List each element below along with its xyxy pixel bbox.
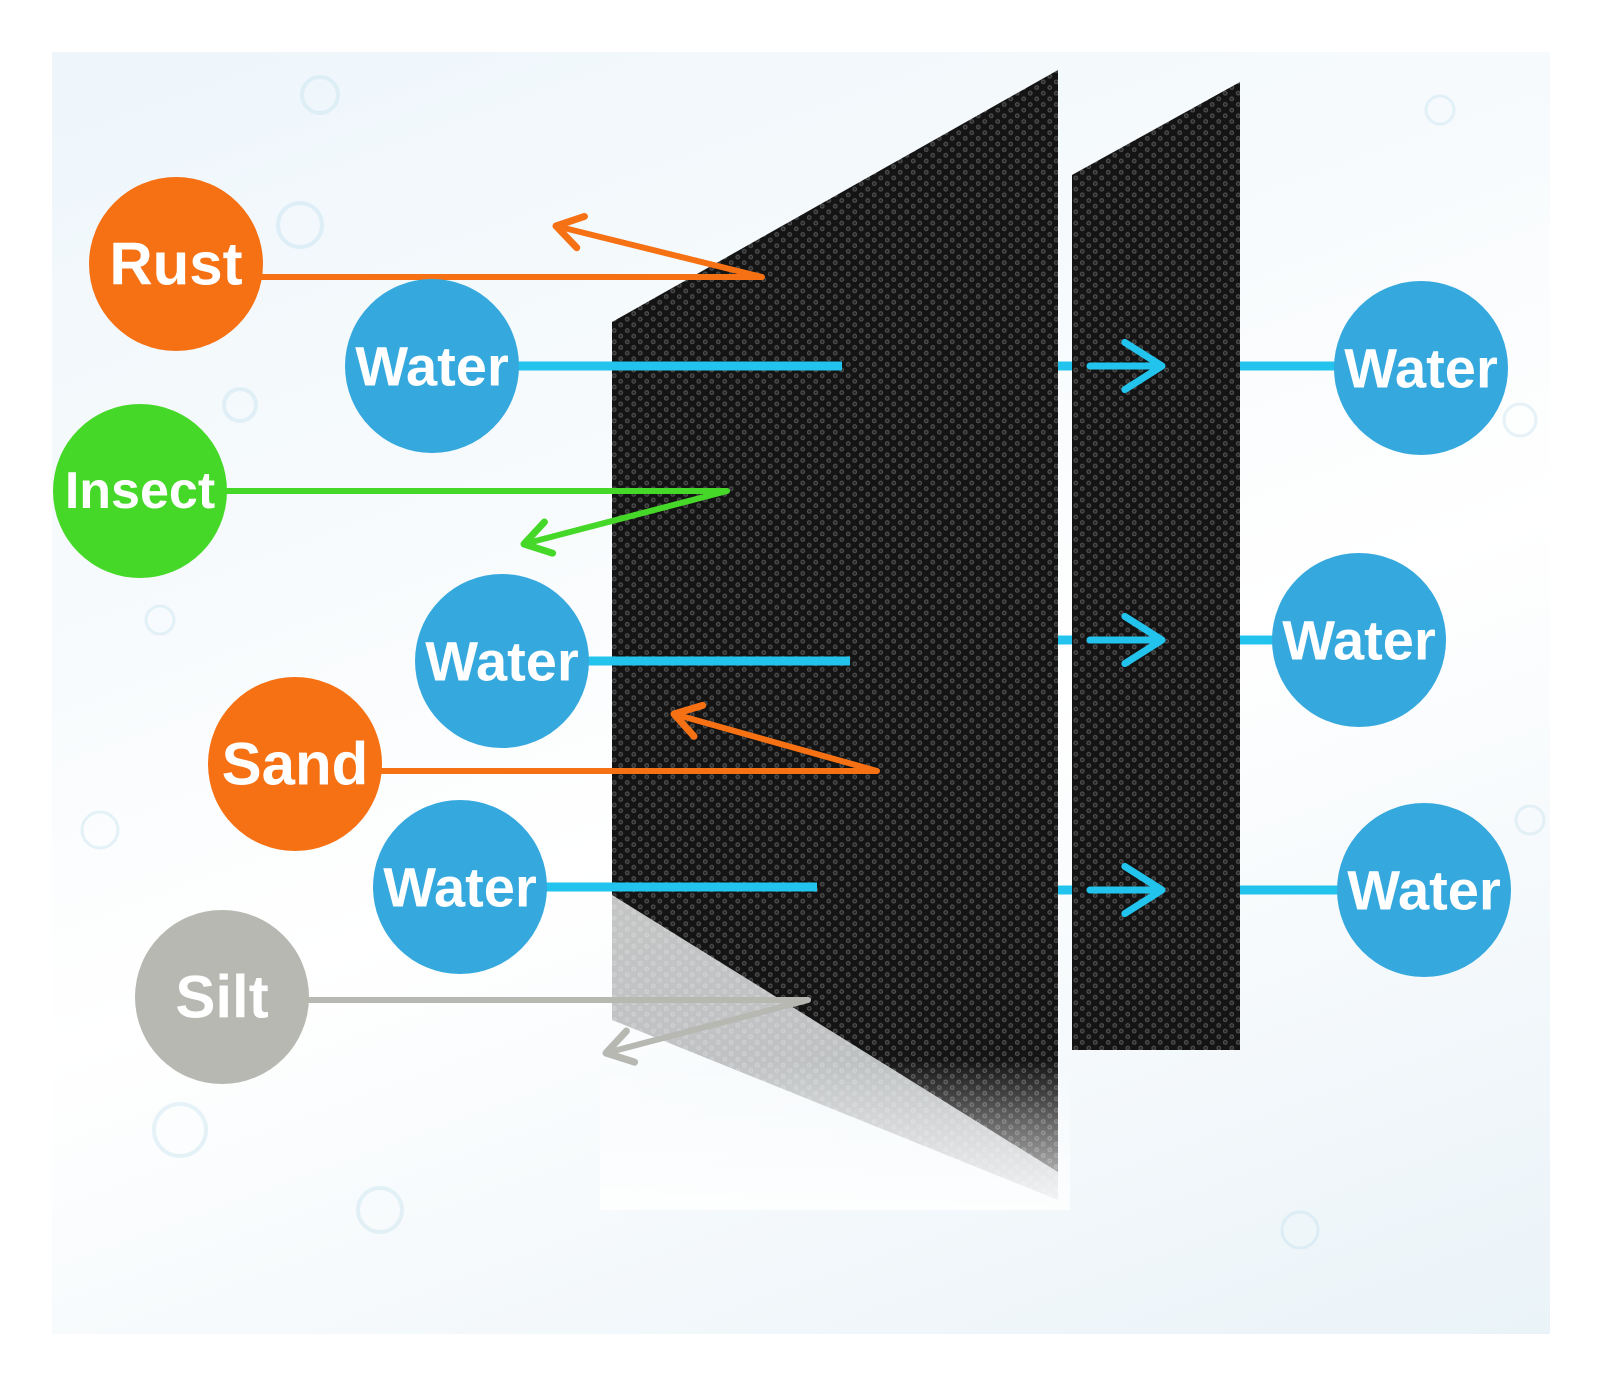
outflow-water-bubble-0: Water [1334, 281, 1508, 455]
contaminant-insect-bubble-label: Insect [65, 462, 215, 520]
filter-mesh-back [1072, 82, 1240, 1050]
contaminant-rust-bubble-circle [89, 177, 263, 351]
outflow-water-bubble-2-label: Water [1347, 859, 1501, 922]
inflow-water-bubble-0: Water [345, 279, 519, 453]
contaminant-insect-bubble: Insect [53, 404, 227, 578]
flow-arrow-icon [1121, 862, 1166, 918]
contaminant-silt-bubble-label: Silt [175, 964, 268, 1031]
inflow-water-bubble-2-circle [373, 800, 547, 974]
deflect-arrow-icon [520, 518, 557, 557]
inflow-water-bubble-1-circle [415, 574, 589, 748]
contaminant-sand-bubble-circle [208, 677, 382, 851]
flow-lines [217, 212, 1342, 1066]
deflect-line-1 [521, 488, 730, 547]
inflow-water-bubble-1: Water [415, 574, 589, 748]
contaminant-silt-bubble-circle [135, 910, 309, 1084]
inflow-water-bubble-0-circle [345, 279, 519, 453]
deflect-line-0 [553, 223, 765, 280]
flow-arrow-icon [1121, 612, 1166, 668]
inflow-water-bubble-1-label: Water [425, 630, 579, 693]
particle-bubbles: RustInsectSandSiltWaterWaterWaterWaterWa… [53, 177, 1511, 1084]
contaminant-silt-bubble: Silt [135, 910, 309, 1084]
inflow-water-bubble-2-label: Water [383, 856, 537, 919]
contaminant-rust-bubble-label: Rust [109, 231, 242, 298]
contaminant-sand-bubble: Sand [208, 677, 382, 851]
water-droplets-decoration [80, 75, 1546, 1250]
outflow-water-bubble-0-circle [1334, 281, 1508, 455]
outflow-water-bubble-1-label: Water [1282, 609, 1436, 672]
flow-arrow-icon [1121, 338, 1166, 394]
inflow-water-bubble-2: Water [373, 800, 547, 974]
outflow-water-bubble-1: Water [1272, 553, 1446, 727]
outflow-water-bubble-1-circle [1272, 553, 1446, 727]
deflect-line-2 [671, 711, 880, 774]
outflow-water-bubble-0-label: Water [1344, 337, 1498, 400]
deflect-arrow-icon [602, 1027, 639, 1066]
contaminant-sand-bubble-label: Sand [222, 731, 369, 798]
outflow-water-bubble-2-circle [1337, 803, 1511, 977]
filter-mesh-front [600, 70, 1070, 1210]
contaminant-rust-bubble: Rust [89, 177, 263, 351]
inflow-water-bubble-0-label: Water [355, 335, 509, 398]
deflect-line-3 [603, 997, 811, 1056]
contaminant-insect-bubble-circle [53, 404, 227, 578]
outflow-water-bubble-2: Water [1337, 803, 1511, 977]
deflect-arrow-icon [670, 701, 707, 740]
deflect-arrow-icon [552, 212, 588, 252]
